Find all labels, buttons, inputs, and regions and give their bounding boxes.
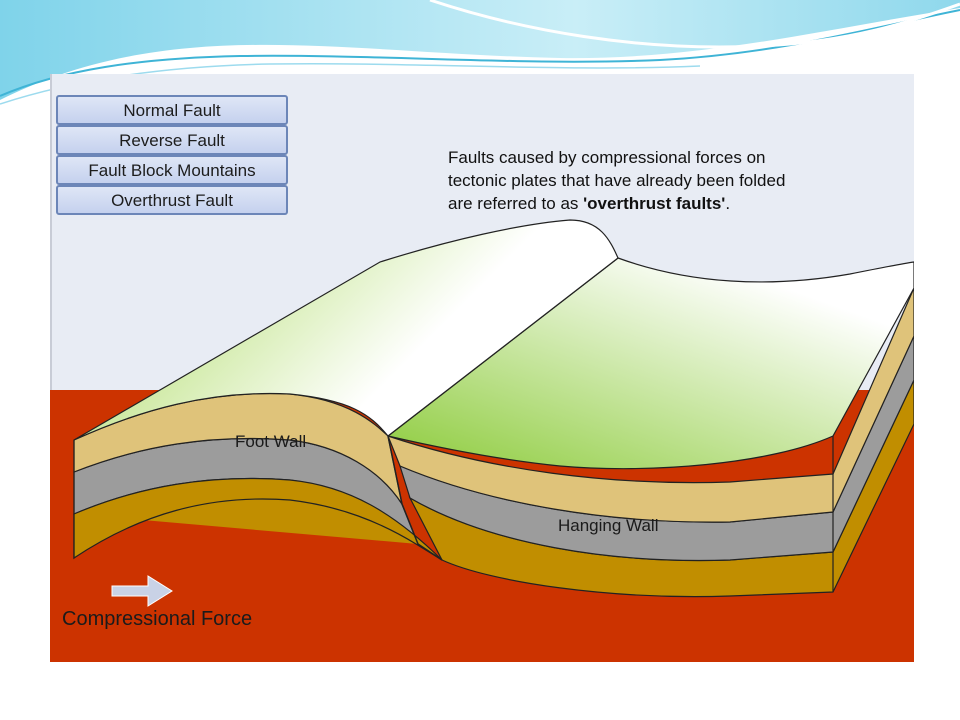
hanging-wall-label: Hanging Wall xyxy=(558,516,659,535)
fault-type-menu: Normal Fault Reverse Fault Fault Block M… xyxy=(56,95,288,215)
fault-block-mountains-button[interactable]: Fault Block Mountains xyxy=(56,155,288,185)
caption-term: 'overthrust faults' xyxy=(583,194,726,213)
fault-line xyxy=(387,435,443,561)
overthrust-fault-diagram xyxy=(50,74,914,662)
foot-wall-label: Foot Wall xyxy=(235,432,307,451)
caption-line-3: are referred to as 'overthrust faults'. xyxy=(448,192,868,215)
caption-line-3-suffix: . xyxy=(725,194,731,213)
reverse-fault-button[interactable]: Reverse Fault xyxy=(56,125,288,155)
foot-wall-top-surface xyxy=(73,219,619,441)
overthrust-fault-button[interactable]: Overthrust Fault xyxy=(56,185,288,215)
diagram-caption: Faults caused by compressional forces on… xyxy=(448,146,868,215)
caption-line-1: Faults caused by compressional forces on xyxy=(448,148,766,167)
caption-line-2: tectonic plates that have already been f… xyxy=(448,171,786,190)
normal-fault-button[interactable]: Normal Fault xyxy=(56,95,288,125)
caption-line-3-prefix: are referred to as xyxy=(448,194,584,213)
right-arrow-icon xyxy=(111,575,173,607)
hanging-wall-top-surface xyxy=(386,257,914,470)
diagram-panel: Normal Fault Reverse Fault Fault Block M… xyxy=(50,74,914,662)
hanging-wall-tan-layer xyxy=(386,287,914,523)
compressional-force-label: Compressional Force xyxy=(62,608,253,630)
